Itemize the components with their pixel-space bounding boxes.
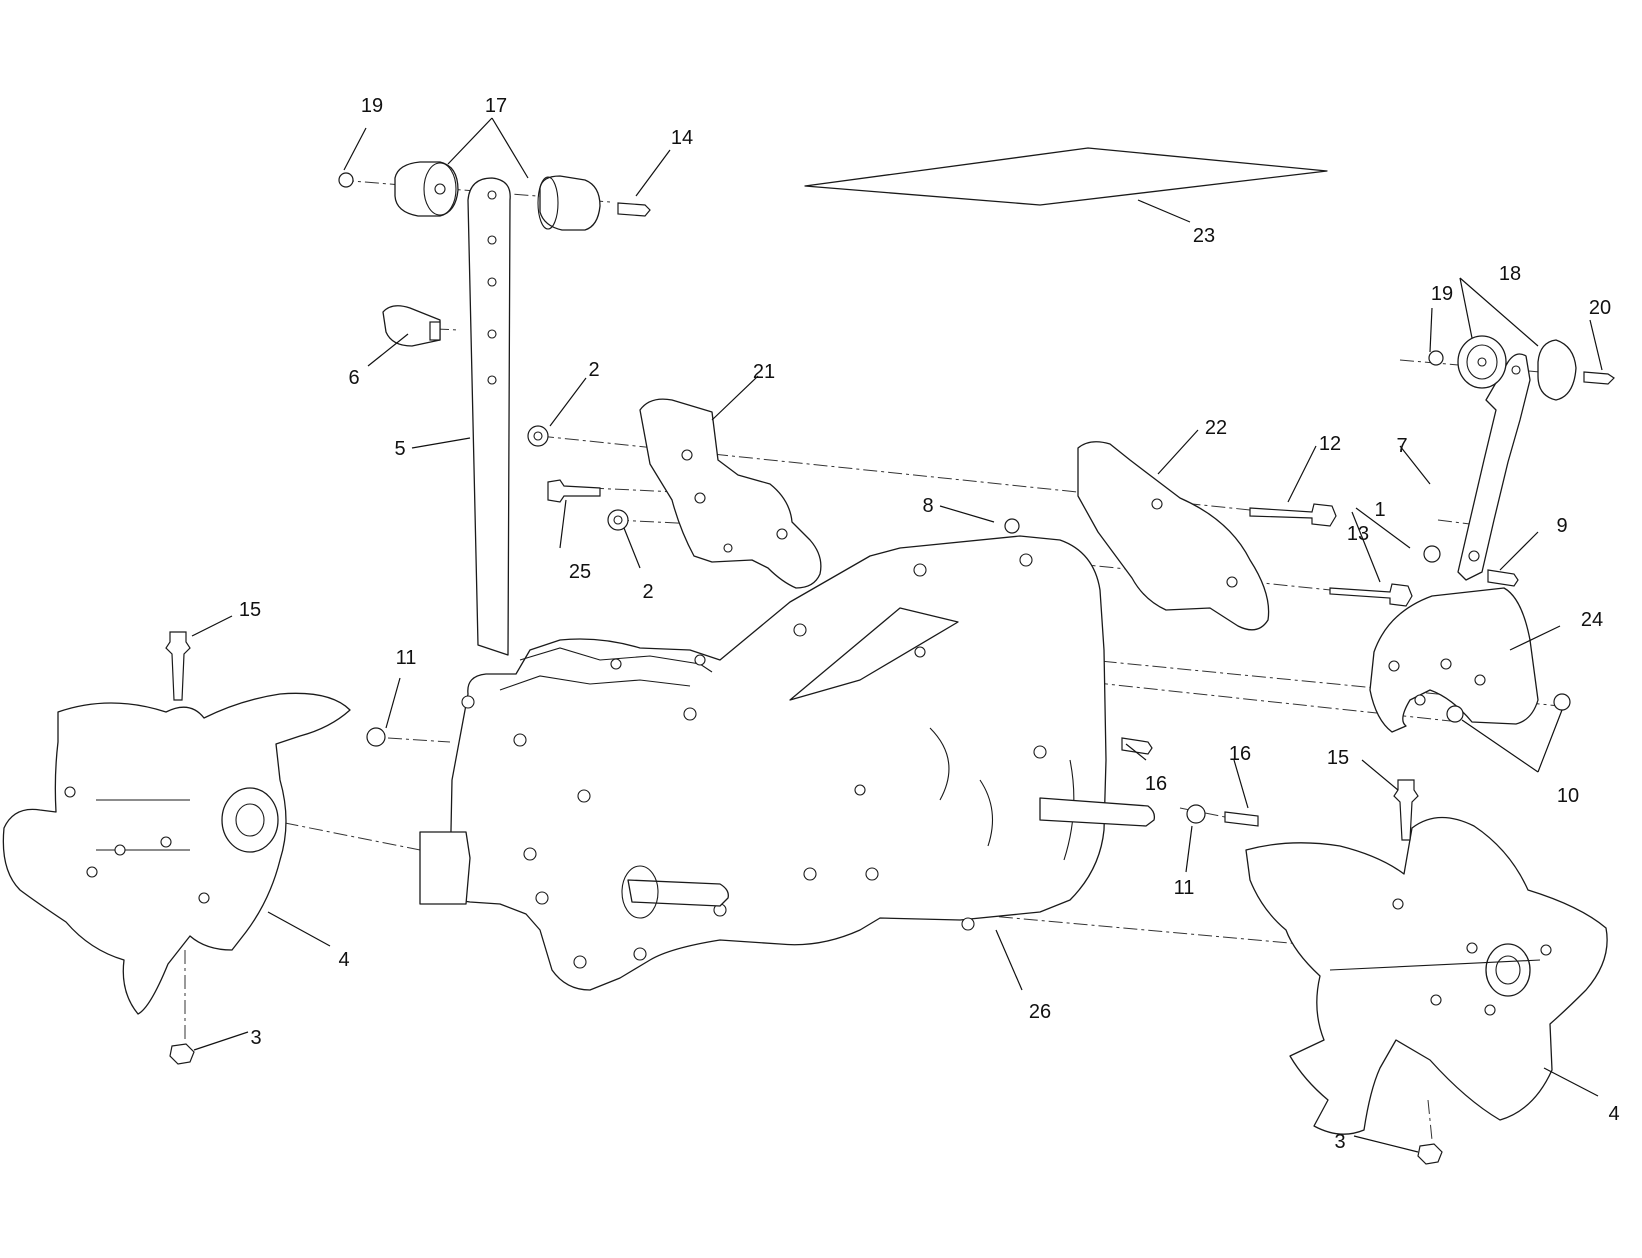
callout-18-label: 18: [1499, 263, 1521, 285]
bolt-14: [617, 202, 651, 217]
callout-15-left: 15: [239, 599, 261, 621]
gearbox-housing-26: [449, 535, 1107, 991]
bolt-10-b: [1553, 693, 1571, 711]
callout-21: 21: [753, 361, 775, 383]
tine-assembly-left: [2, 631, 351, 1065]
hub-left: [221, 787, 279, 853]
plate-23: [804, 147, 1328, 206]
bracket-21: [639, 398, 822, 589]
housing-details: [461, 553, 1075, 969]
bolt-20: [1583, 371, 1615, 385]
pin-16-b: [1224, 811, 1259, 827]
bolt-10-a: [1446, 705, 1464, 723]
bushing-2-top: [527, 425, 549, 447]
depth-bar-5: [467, 177, 511, 656]
callout-12: 12: [1319, 433, 1341, 455]
callout-25: 25: [569, 561, 591, 583]
bolt-11-left: [366, 727, 386, 747]
nut-19-left: [338, 172, 354, 188]
callout-14: 14: [671, 127, 693, 149]
bumper-17-left: [394, 161, 459, 217]
callout-19-right-label: 19: [1431, 283, 1453, 305]
shafts: [366, 727, 1259, 919]
bolt-9: [1487, 569, 1519, 587]
leader-lines: [191, 117, 1603, 1153]
callout-13: 13: [1347, 523, 1369, 545]
nut-1: [1423, 545, 1441, 563]
spacer-block: [419, 831, 471, 905]
callout-1: 1: [1374, 499, 1385, 521]
output-shaft-right: [1039, 797, 1156, 827]
callout-6: 6: [348, 367, 359, 389]
callout-5: 5: [394, 438, 405, 460]
arm-7: [1457, 353, 1531, 581]
bushing-2-bottom: [607, 509, 629, 531]
nut-8: [1004, 518, 1020, 534]
housing-slot: [789, 607, 959, 701]
callout-11-left: 11: [396, 647, 417, 669]
bolt-15-left: [165, 631, 191, 701]
tine-4-right: [1245, 816, 1608, 1135]
callout-4-left: 4: [338, 949, 349, 971]
callout-20: 20: [1589, 297, 1611, 319]
callout-labels: 19 17 14 23 19 18 20 19 20 6 2 21 5 22 1…: [239, 95, 1620, 1153]
shield-24: [1369, 587, 1539, 733]
fasteners-left: [527, 425, 629, 531]
hub-right: [1485, 943, 1531, 997]
pin-16-a: [1121, 737, 1153, 755]
bracket-22: [1077, 441, 1270, 631]
callout-19-left: 19: [361, 95, 383, 117]
callout-22: 22: [1205, 417, 1227, 439]
depth-bar-assembly: [338, 161, 651, 656]
callout-3-left: 3: [250, 1027, 261, 1049]
callout-3-right: 3: [1334, 1131, 1345, 1153]
bolt-15-right: [1393, 779, 1419, 841]
bumper-17-right: [539, 175, 601, 231]
callout-17: 17: [485, 95, 507, 117]
callout-10: 10: [1557, 785, 1579, 807]
tine-4-left: [2, 692, 351, 1015]
callout-2-top: 2: [588, 359, 599, 381]
callout-9: 9: [1556, 515, 1567, 537]
callout-16-right: 16: [1229, 743, 1251, 765]
callout-23: 23: [1193, 225, 1215, 247]
callout-15-right: 15: [1327, 747, 1349, 769]
bolt-25: [547, 479, 601, 503]
callout-8: 8: [922, 495, 933, 517]
bolt-13: [1329, 583, 1413, 607]
callout-24-label: 24: [1581, 609, 1603, 631]
nut-19-right: [1428, 350, 1444, 366]
bumper-18-right: [1537, 339, 1577, 401]
bolt-11-right: [1186, 804, 1206, 824]
callout-26: 26: [1029, 1001, 1051, 1023]
nut-3-left: [169, 1043, 195, 1065]
callout-11-right: 11: [1174, 877, 1195, 899]
callout-2-bottom: 2: [642, 581, 653, 603]
callout-4-right: 4: [1608, 1103, 1619, 1125]
output-shaft-left: [627, 879, 729, 907]
right-arm-assembly: [1428, 335, 1615, 587]
callout-16-left: 16: [1145, 773, 1167, 795]
nut-3-right: [1417, 1143, 1443, 1165]
tine-assembly-right: [1245, 779, 1608, 1165]
callout-7: 7: [1396, 435, 1407, 457]
bolt-12: [1249, 503, 1337, 527]
